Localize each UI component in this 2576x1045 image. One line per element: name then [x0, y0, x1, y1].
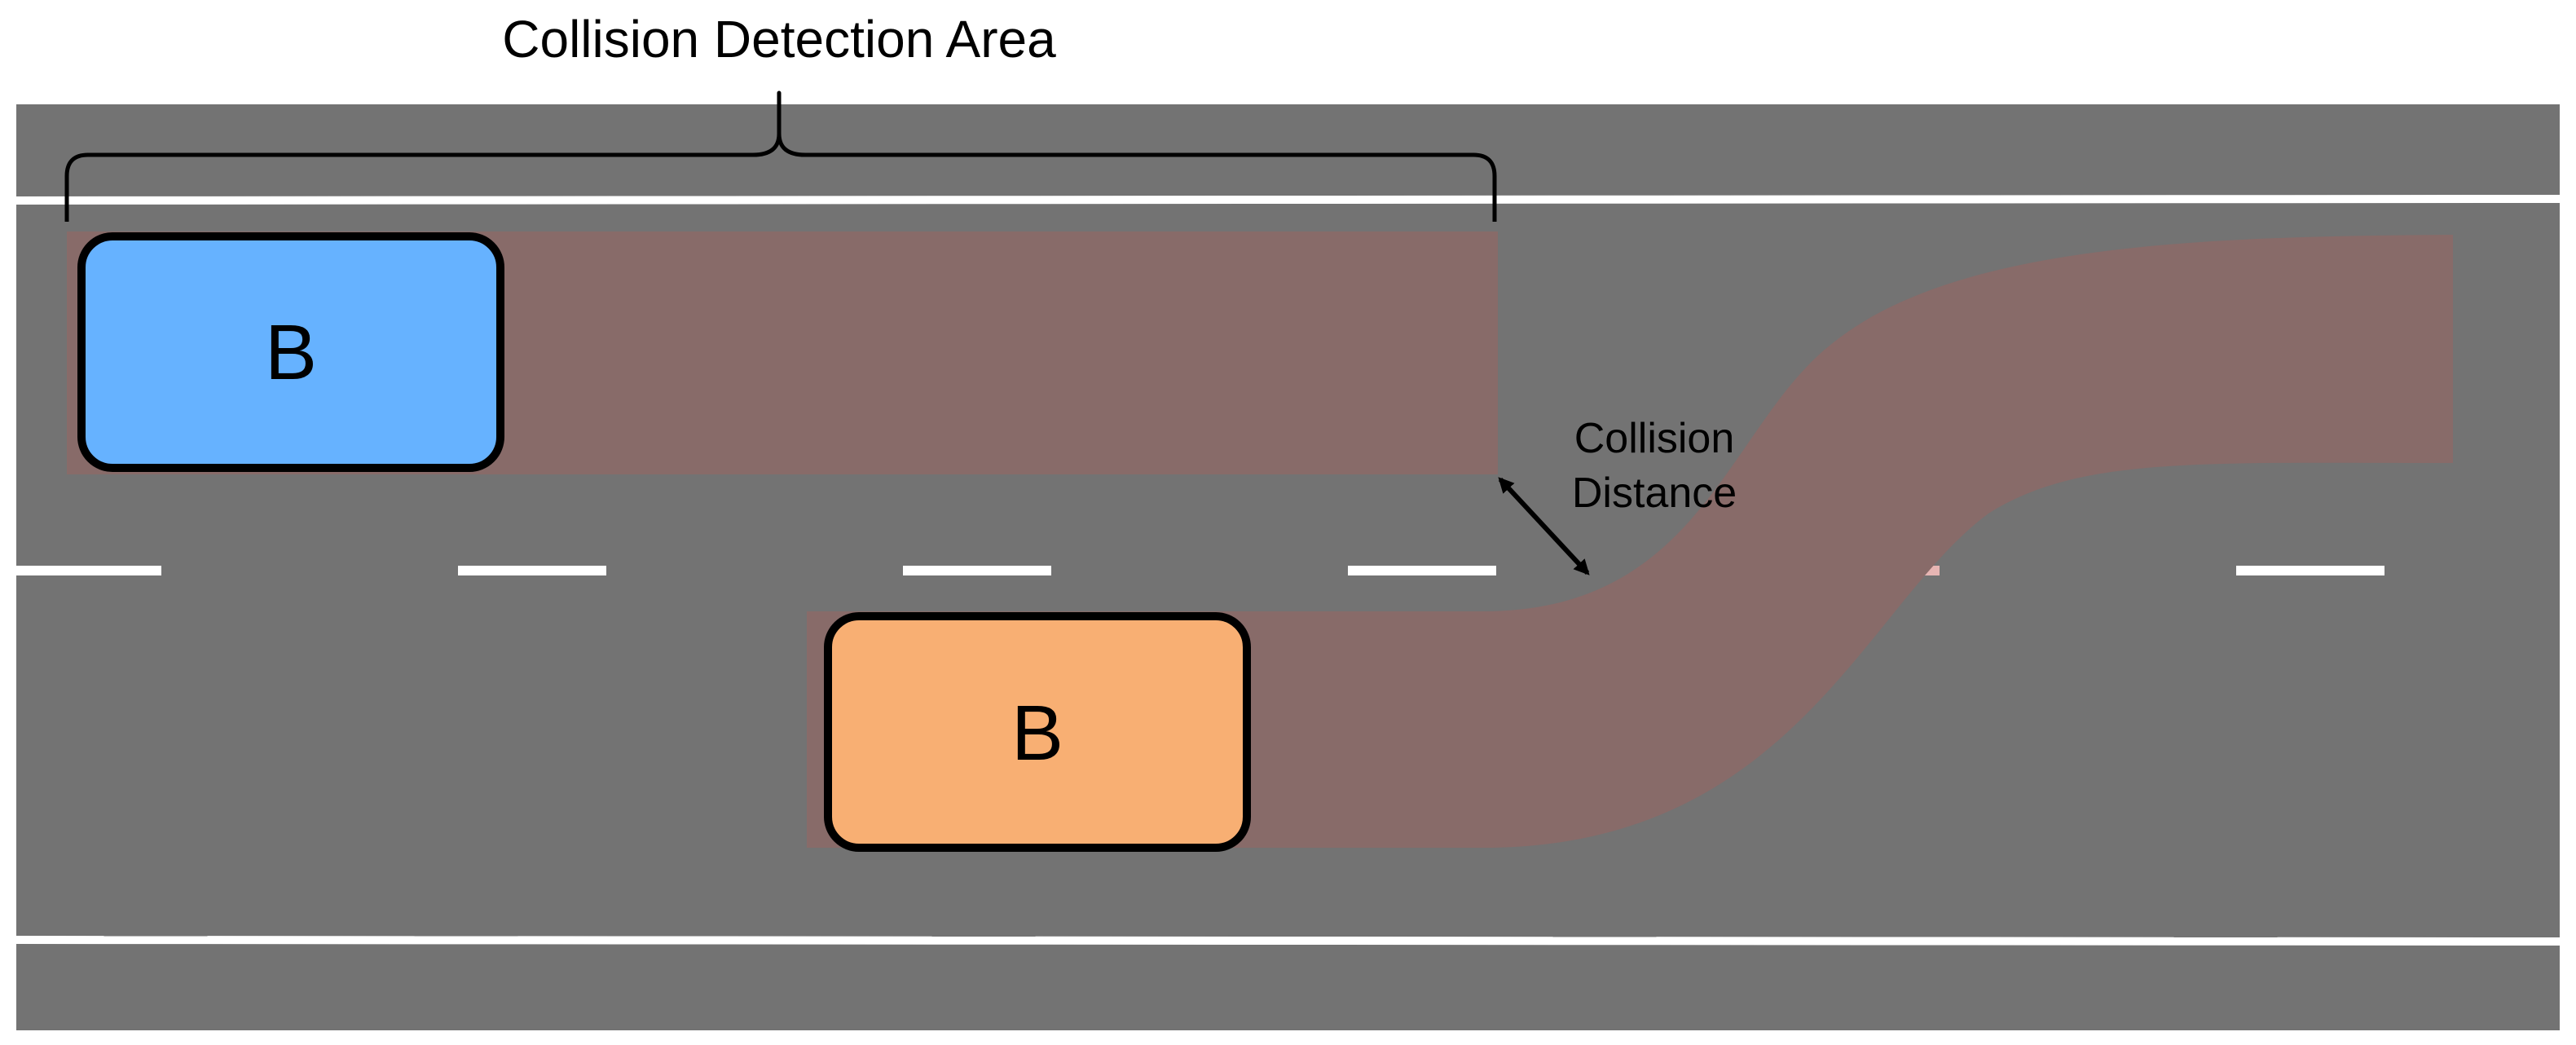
road-edge-bottom: [15, 936, 2561, 946]
collision-distance-label-line2: Distance: [1572, 470, 1737, 517]
collision-area-brace: [64, 90, 1497, 222]
collision-distance-label-line1: Collision: [1574, 415, 1735, 462]
vehicle-bottom: B: [824, 612, 1251, 852]
vehicle-bottom-body: [824, 612, 1251, 852]
collision-distance-arrow: [1498, 477, 1590, 575]
vehicle-top-body: [77, 232, 504, 472]
vehicle-bottom-label: B: [1011, 690, 1063, 777]
vehicle-top: B: [77, 232, 504, 472]
collision-area-title: Collision Detection Area: [502, 10, 1056, 68]
vehicle-top-label: B: [265, 309, 317, 396]
road-edge-top: [15, 195, 2561, 205]
